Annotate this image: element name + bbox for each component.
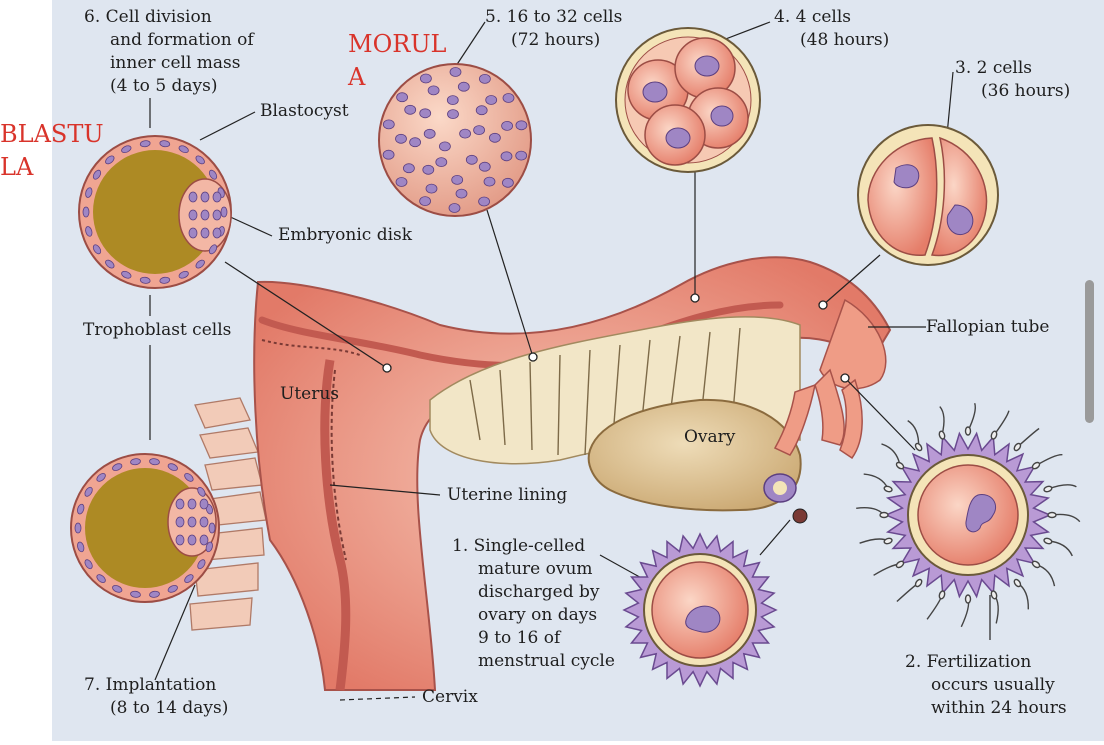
released-ovum (622, 532, 778, 688)
fimbriae (773, 298, 887, 460)
label-fallopian-tube: Fallopian tube (926, 317, 1050, 337)
morula-nuclei (382, 67, 528, 213)
trophoblast-nuclei (82, 140, 228, 284)
label-stage-1: 1. Single-celled mature ovum discharged … (452, 536, 615, 671)
label-uterus: Uterus (280, 384, 340, 404)
sperm-cells (856, 402, 1081, 628)
label-stage-5: 5. 16 to 32 cells (72 hours) (485, 7, 623, 50)
follicle-ovum (773, 481, 787, 495)
annotation-blastula: BLASTU LA (0, 120, 104, 181)
label-blastocyst: Blastocyst (260, 101, 349, 121)
label-stage-4: 4. 4 cells (48 hours) (774, 7, 890, 50)
small-ovum-in-transit (792, 508, 808, 524)
leader-dots (382, 293, 850, 383)
scrollbar-thumb[interactable] (1085, 280, 1094, 423)
label-uterine-lining: Uterine lining (447, 485, 568, 505)
label-embryonic-disk: Embryonic disk (278, 225, 413, 245)
annotation-morula: MORUL A (348, 30, 447, 91)
label-trophoblast-cells: Trophoblast cells (83, 320, 232, 340)
four-cell-stage (615, 27, 761, 173)
implanted-blastocyst (70, 453, 220, 603)
fertilized-ovum (856, 402, 1081, 628)
label-stage-2: 2. Fertilization occurs usually within 2… (905, 652, 1067, 718)
leader-lines (149, 21, 991, 701)
label-ovary: Ovary (684, 427, 736, 447)
label-stage-3: 3. 2 cells (36 hours) (955, 58, 1071, 101)
two-cell-stage (857, 124, 999, 266)
implant-nuclei (74, 458, 216, 598)
label-stage-7: 7. Implantation (8 to 14 days) (84, 675, 229, 718)
label-stage-6: 6. Cell division and formation of inner … (84, 7, 254, 96)
vertebra-shapes (189, 397, 267, 631)
label-cervix: Cervix (422, 687, 478, 707)
